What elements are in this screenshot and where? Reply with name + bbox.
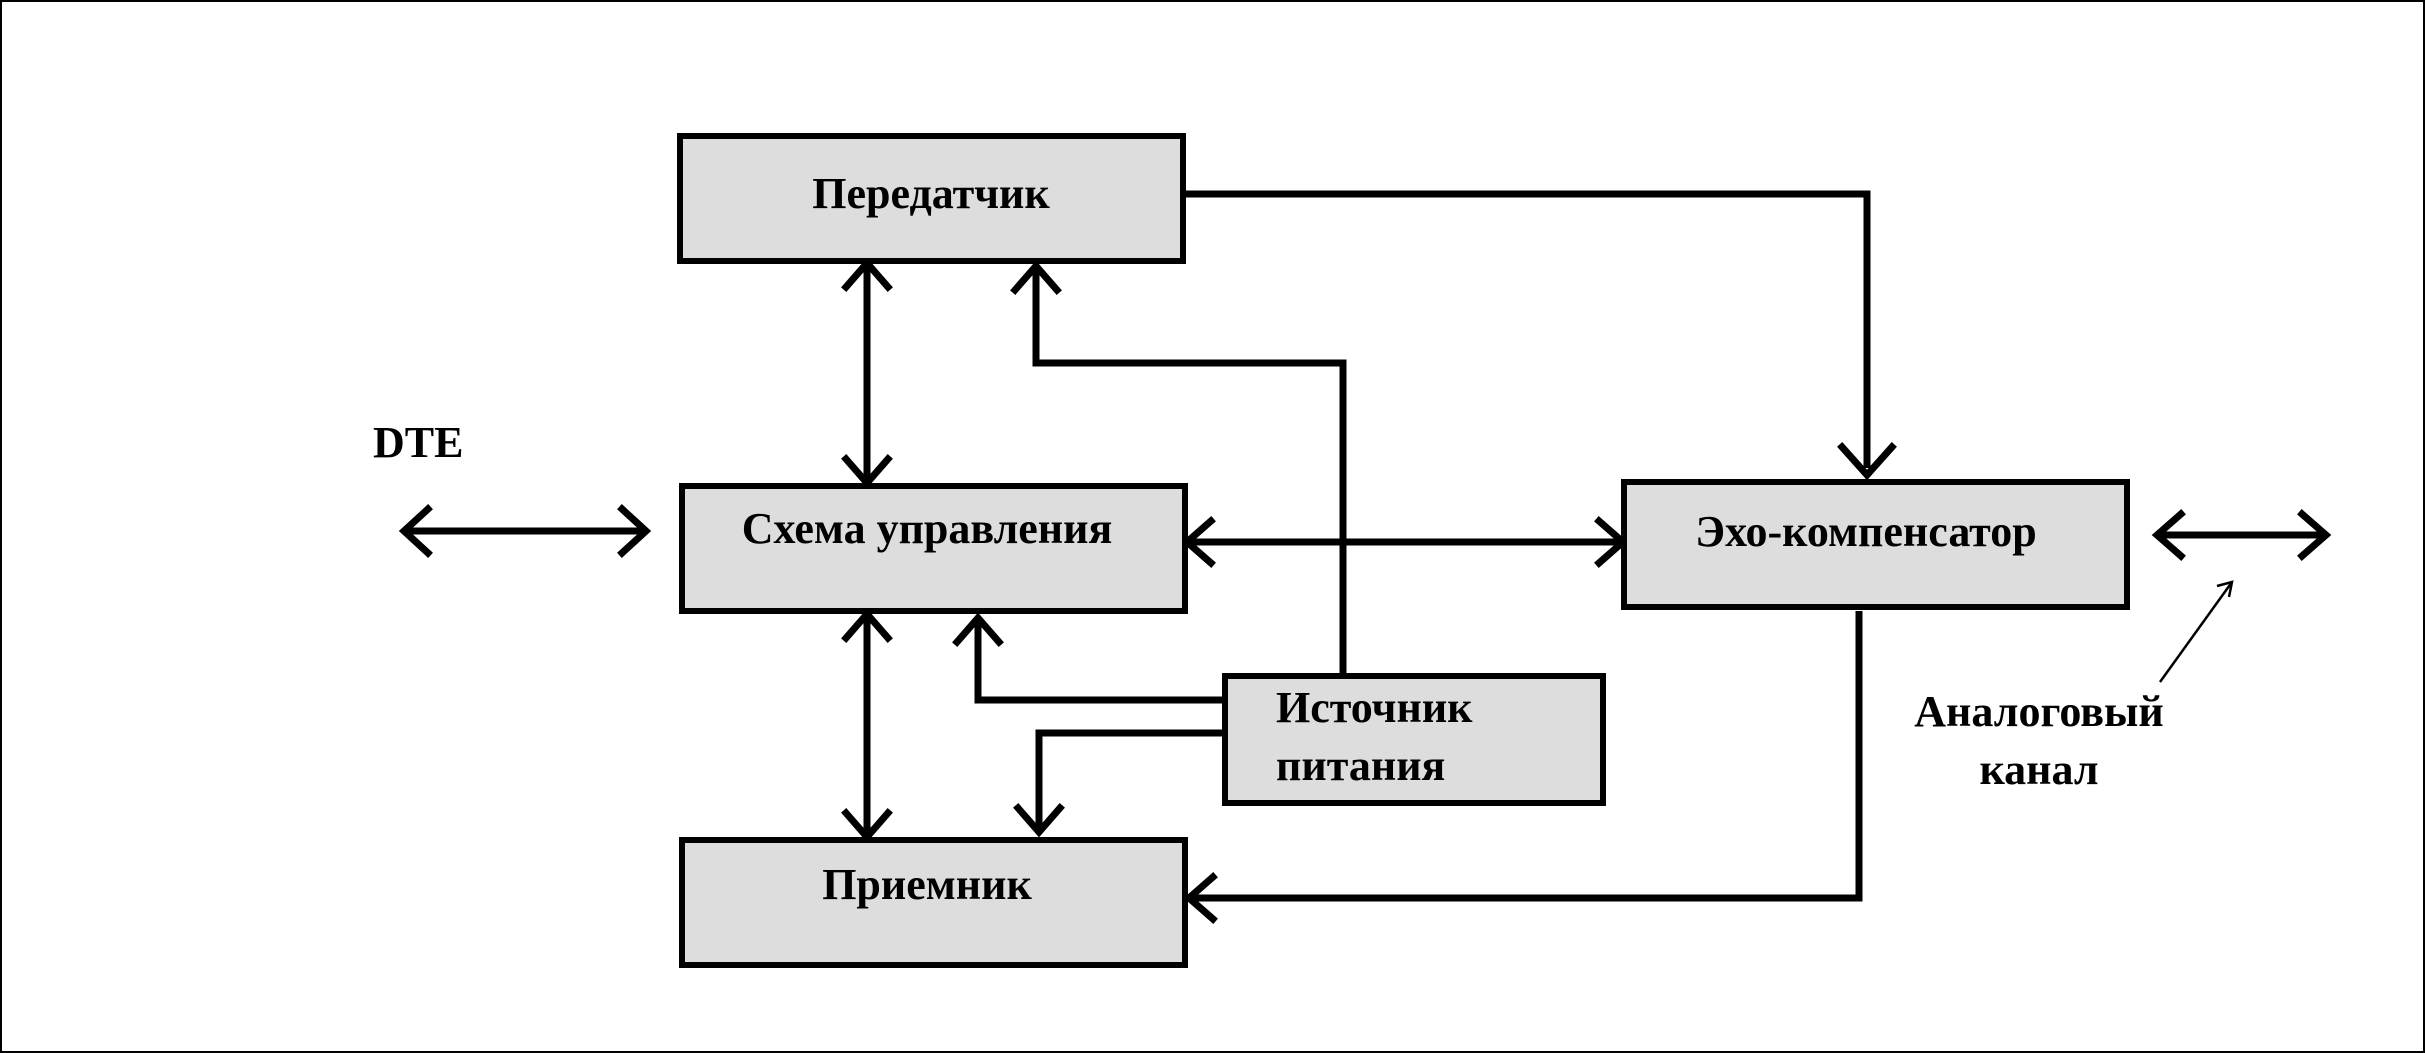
power-supply-label-line2: питания [1276,741,1445,790]
dte-label: DTE [373,418,463,467]
receiver-label: Приемник [822,860,1032,909]
echo-to-receiver-arrow [1183,611,1863,924]
receiver-block: Приемник [679,837,1188,968]
dte-arrow [398,504,652,558]
power-supply-label-line1: Источник [1276,683,1473,732]
analog-channel-label-line1: Аналоговый [1914,687,2163,736]
analog-channel-pointer [2158,580,2234,683]
transmitter-block: Передатчик [677,133,1186,264]
power-supply-block: Источник питания [1222,673,1606,806]
transmitter-to-echo-arrow [1183,190,1897,481]
control-circuit-block: Схема управления [679,483,1188,614]
power-to-control-arrow [952,612,1225,704]
echo-canceller-block: Эхо-компенсатор [1621,479,2130,610]
echo-canceller-label: Эхо-компенсатор [1695,507,2036,556]
power-to-transmitter-arrow [1010,260,1347,676]
transmitter-label: Передатчик [812,169,1050,218]
analog-channel-arrow [2151,509,2332,561]
control-circuit-label: Схема управления [742,504,1113,553]
power-to-receiver-arrow [1013,729,1225,838]
analog-channel-label-line2: канал [1979,745,2098,794]
